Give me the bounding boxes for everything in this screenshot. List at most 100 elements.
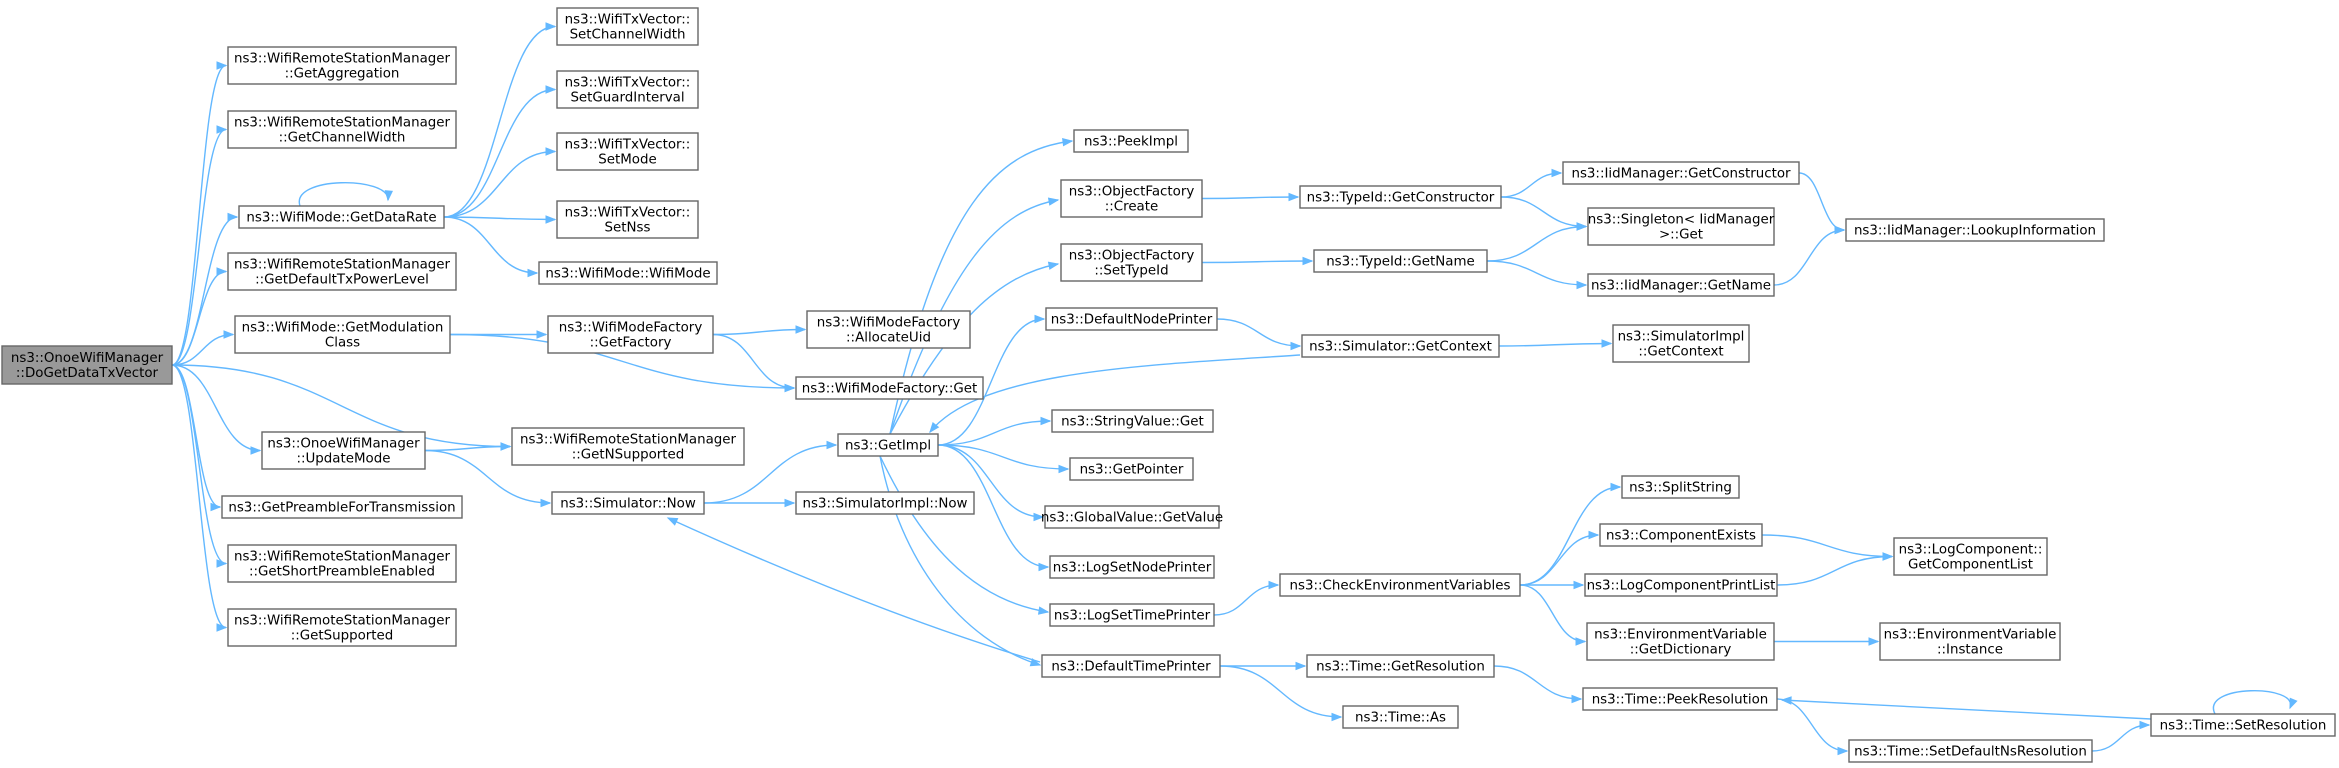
node-ns3-wifiremotestationmanager-getsupported[interactable]: ns3::WifiRemoteStationManager::GetSuppor… [227, 608, 457, 647]
node-ns3-time-getresolution[interactable]: ns3::Time::GetResolution [1306, 654, 1495, 678]
node-ns3-componentexists[interactable]: ns3::ComponentExists [1599, 523, 1763, 547]
node-ns3-wifitxvector-setchannelwidth[interactable]: ns3::WifiTxVector::SetChannelWidth [556, 7, 699, 46]
node-box [806, 310, 971, 349]
node-box [538, 261, 718, 285]
edge-line [171, 64, 227, 366]
node-label: ns3::Simulator::Now [560, 497, 696, 512]
node-ns3-splitstring[interactable]: ns3::SplitString [1621, 475, 1740, 499]
node-box [1582, 687, 1778, 711]
node-ns3-iidmanager-getname[interactable]: ns3::IidManager::GetName [1587, 273, 1775, 297]
node-label: ns3::SplitString [1629, 481, 1732, 496]
edge-arrowhead [227, 212, 239, 222]
edge-arrowhead [536, 330, 548, 339]
node-ns3-checkenvironmentvariables[interactable]: ns3::CheckEnvironmentVariables [1279, 573, 1521, 597]
node-label: ns3::EnvironmentVariable [1884, 628, 2057, 643]
node-ns3-peekimpl[interactable]: ns3::PeekImpl [1073, 129, 1189, 153]
edge-arrowhead [1551, 168, 1563, 178]
node-label: ns3::WifiRemoteStationManager [234, 550, 451, 565]
node-ns3-logcomponentprintlist[interactable]: ns3::LogComponentPrintList [1584, 573, 1778, 597]
node-ns3-wifimodefactory-getfactory[interactable]: ns3::WifiModeFactory::GetFactory [547, 315, 714, 354]
node-ns3-wifiremotestationmanager-getaggregation[interactable]: ns3::WifiRemoteStationManager::GetAggreg… [227, 46, 457, 85]
node-ns3-wifitxvector-setguardinterval[interactable]: ns3::WifiTxVector::SetGuardInterval [556, 70, 699, 109]
node-label: ns3::ComponentExists [1606, 529, 1756, 544]
node-ns3-stringvalue-get[interactable]: ns3::StringValue::Get [1051, 409, 1214, 433]
node-ns3-time-peekresolution[interactable]: ns3::Time::PeekResolution [1582, 687, 1778, 711]
node-ns3-wifiremotestationmanager-getchannelwidth[interactable]: ns3::WifiRemoteStationManager::GetChanne… [227, 110, 457, 149]
node-ns3-getpreamblefortransmission[interactable]: ns3::GetPreambleForTransmission [221, 495, 463, 519]
node-ns3-getimpl[interactable]: ns3::GetImpl [837, 433, 939, 457]
node-ns3-wifimode-wifimode[interactable]: ns3::WifiMode::WifiMode [538, 261, 718, 285]
node-ns3-objectfactory-create[interactable]: ns3::ObjectFactory::Create [1060, 179, 1203, 218]
node-ns3-wifiremotestationmanager-getdefaulttxpowerlevel[interactable]: ns3::WifiRemoteStationManager::GetDefaul… [227, 252, 457, 291]
edge-arrowhead [1610, 482, 1622, 492]
node-box [1279, 573, 1521, 597]
edge-simnow-to-getimpl [703, 440, 838, 504]
node-ns3-time-setresolution[interactable]: ns3::Time::SetResolution [2150, 713, 2336, 737]
node-ns3-wifiremotestationmanager-getnsupported[interactable]: ns3::WifiRemoteStationManager::GetNSuppo… [511, 427, 745, 466]
node-label: ns3::WifiTxVector:: [565, 13, 691, 28]
node-ns3-wifimode-getdatarate[interactable]: ns3::WifiMode::GetDataRate [238, 205, 445, 229]
edge-line [937, 444, 1049, 568]
node-label: ns3::WifiRemoteStationManager [234, 258, 451, 273]
edge-root-to-getdatarate [171, 212, 239, 366]
node-ns3-time-setdefaultnsresolution[interactable]: ns3::Time::SetDefaultNsResolution [1848, 739, 2093, 763]
node-ns3-simulator-getcontext[interactable]: ns3::Simulator::GetContext [1301, 334, 1500, 358]
edge-line [879, 455, 1041, 666]
node-ns3-environmentvariable-instance[interactable]: ns3::EnvironmentVariable::Instance [1879, 622, 2061, 661]
node-box [1584, 573, 1778, 597]
node-ns3-iidmanager-getconstructor[interactable]: ns3::IidManager::GetConstructor [1562, 161, 1800, 185]
node-box [1621, 475, 1740, 499]
edge-arrowhead [1837, 746, 1849, 756]
node-ns3-globalvalue-getvalue[interactable]: ns3::GlobalValue::GetValue [1041, 505, 1223, 529]
node-ns3-singleton-iidmanager-get[interactable]: ns3::Singleton< IidManager>::Get [1587, 207, 1775, 246]
node-box [556, 132, 699, 171]
node-ns3-environmentvariable-getdictionary[interactable]: ns3::EnvironmentVariable::GetDictionary [1586, 622, 1775, 661]
node-ns3-wifiremotestationmanager-getshortpreambleenabled[interactable]: ns3::WifiRemoteStationManager::GetShortP… [227, 544, 457, 583]
node-ns3-defaultnodeprinter[interactable]: ns3::DefaultNodePrinter [1045, 307, 1218, 331]
node-label: ::AllocateUid [846, 331, 931, 346]
node-ns3-wifimodefactory-allocateuid[interactable]: ns3::WifiModeFactory::AllocateUid [806, 310, 971, 349]
node-label: ns3::WifiModeFactory [559, 321, 703, 336]
node-ns3-logsetnodeprinter[interactable]: ns3::LogSetNodePrinter [1049, 555, 1215, 579]
edge-arrowhead [500, 442, 512, 451]
node-box [547, 315, 714, 354]
edge-line [889, 199, 1059, 435]
edge-getdatarate-to-getdatarate [298, 181, 394, 207]
node-ns3-onoewifimanager-updatemode[interactable]: ns3::OnoeWifiManager::UpdateMode [261, 431, 426, 470]
node-ns3-logcomponent-getcomponentlist[interactable]: ns3::LogComponent::GetComponentList [1893, 537, 2048, 576]
node-ns3-simulatorimpl-now[interactable]: ns3::SimulatorImpl::Now [795, 491, 975, 515]
node-box [1, 345, 173, 385]
node-label: ns3::WifiModeFactory [817, 316, 961, 331]
node-ns3-wifitxvector-setnss[interactable]: ns3::WifiTxVector::SetNss [556, 200, 699, 239]
node-ns3-time-as[interactable]: ns3::Time::As [1342, 705, 1459, 729]
edge-arrowhead [1040, 416, 1052, 426]
edge-getdatarate-to-setnss [443, 215, 557, 224]
edge-line [1201, 260, 1313, 264]
node-box [221, 495, 463, 519]
node-ns3-wifitxvector-setmode[interactable]: ns3::WifiTxVector::SetMode [556, 132, 699, 171]
edge-timesetres-to-timepeekres [1780, 696, 2152, 720]
node-ns3-defaulttimeprinter[interactable]: ns3::DefaultTimePrinter [1041, 654, 1221, 678]
node-label: ::UpdateMode [296, 452, 390, 467]
edge-line [1519, 584, 1586, 643]
node-ns3-wifimodefactory-get[interactable]: ns3::WifiModeFactory::Get [795, 376, 984, 400]
node-ns3-objectfactory-settypeid[interactable]: ns3::ObjectFactory::SetTypeId [1060, 243, 1203, 282]
node-ns3-simulatorimpl-getcontext[interactable]: ns3::SimulatorImpl::GetContext [1612, 324, 1750, 363]
node-box [2150, 713, 2336, 737]
node-ns3-getpointer[interactable]: ns3::GetPointer [1069, 457, 1194, 481]
edge-arrowhead [784, 383, 796, 393]
node-ns3-onoewifimanager-dogetdatatxvector[interactable]: ns3::OnoeWifiManager::DoGetDataTxVector [1, 345, 173, 385]
edge-arrowhead [666, 517, 679, 526]
node-ns3-simulator-now[interactable]: ns3::Simulator::Now [551, 491, 705, 515]
node-label: SetGuardInterval [570, 91, 684, 106]
node-ns3-iidmanager-lookupinformation[interactable]: ns3::IidManager::LookupInformation [1845, 218, 2105, 242]
node-box [1060, 243, 1203, 282]
node-ns3-typeid-getconstructor[interactable]: ns3::TypeId::GetConstructor [1299, 185, 1502, 209]
node-label: ns3::GetImpl [845, 439, 931, 454]
node-box [556, 70, 699, 109]
node-ns3-typeid-getname[interactable]: ns3::TypeId::GetName [1313, 249, 1488, 273]
edge-arrowhead [216, 267, 228, 276]
node-ns3-logsettimeprinter[interactable]: ns3::LogSetTimePrinter [1049, 603, 1215, 627]
edge-deftimeprinter-to-simnow [666, 517, 1041, 663]
